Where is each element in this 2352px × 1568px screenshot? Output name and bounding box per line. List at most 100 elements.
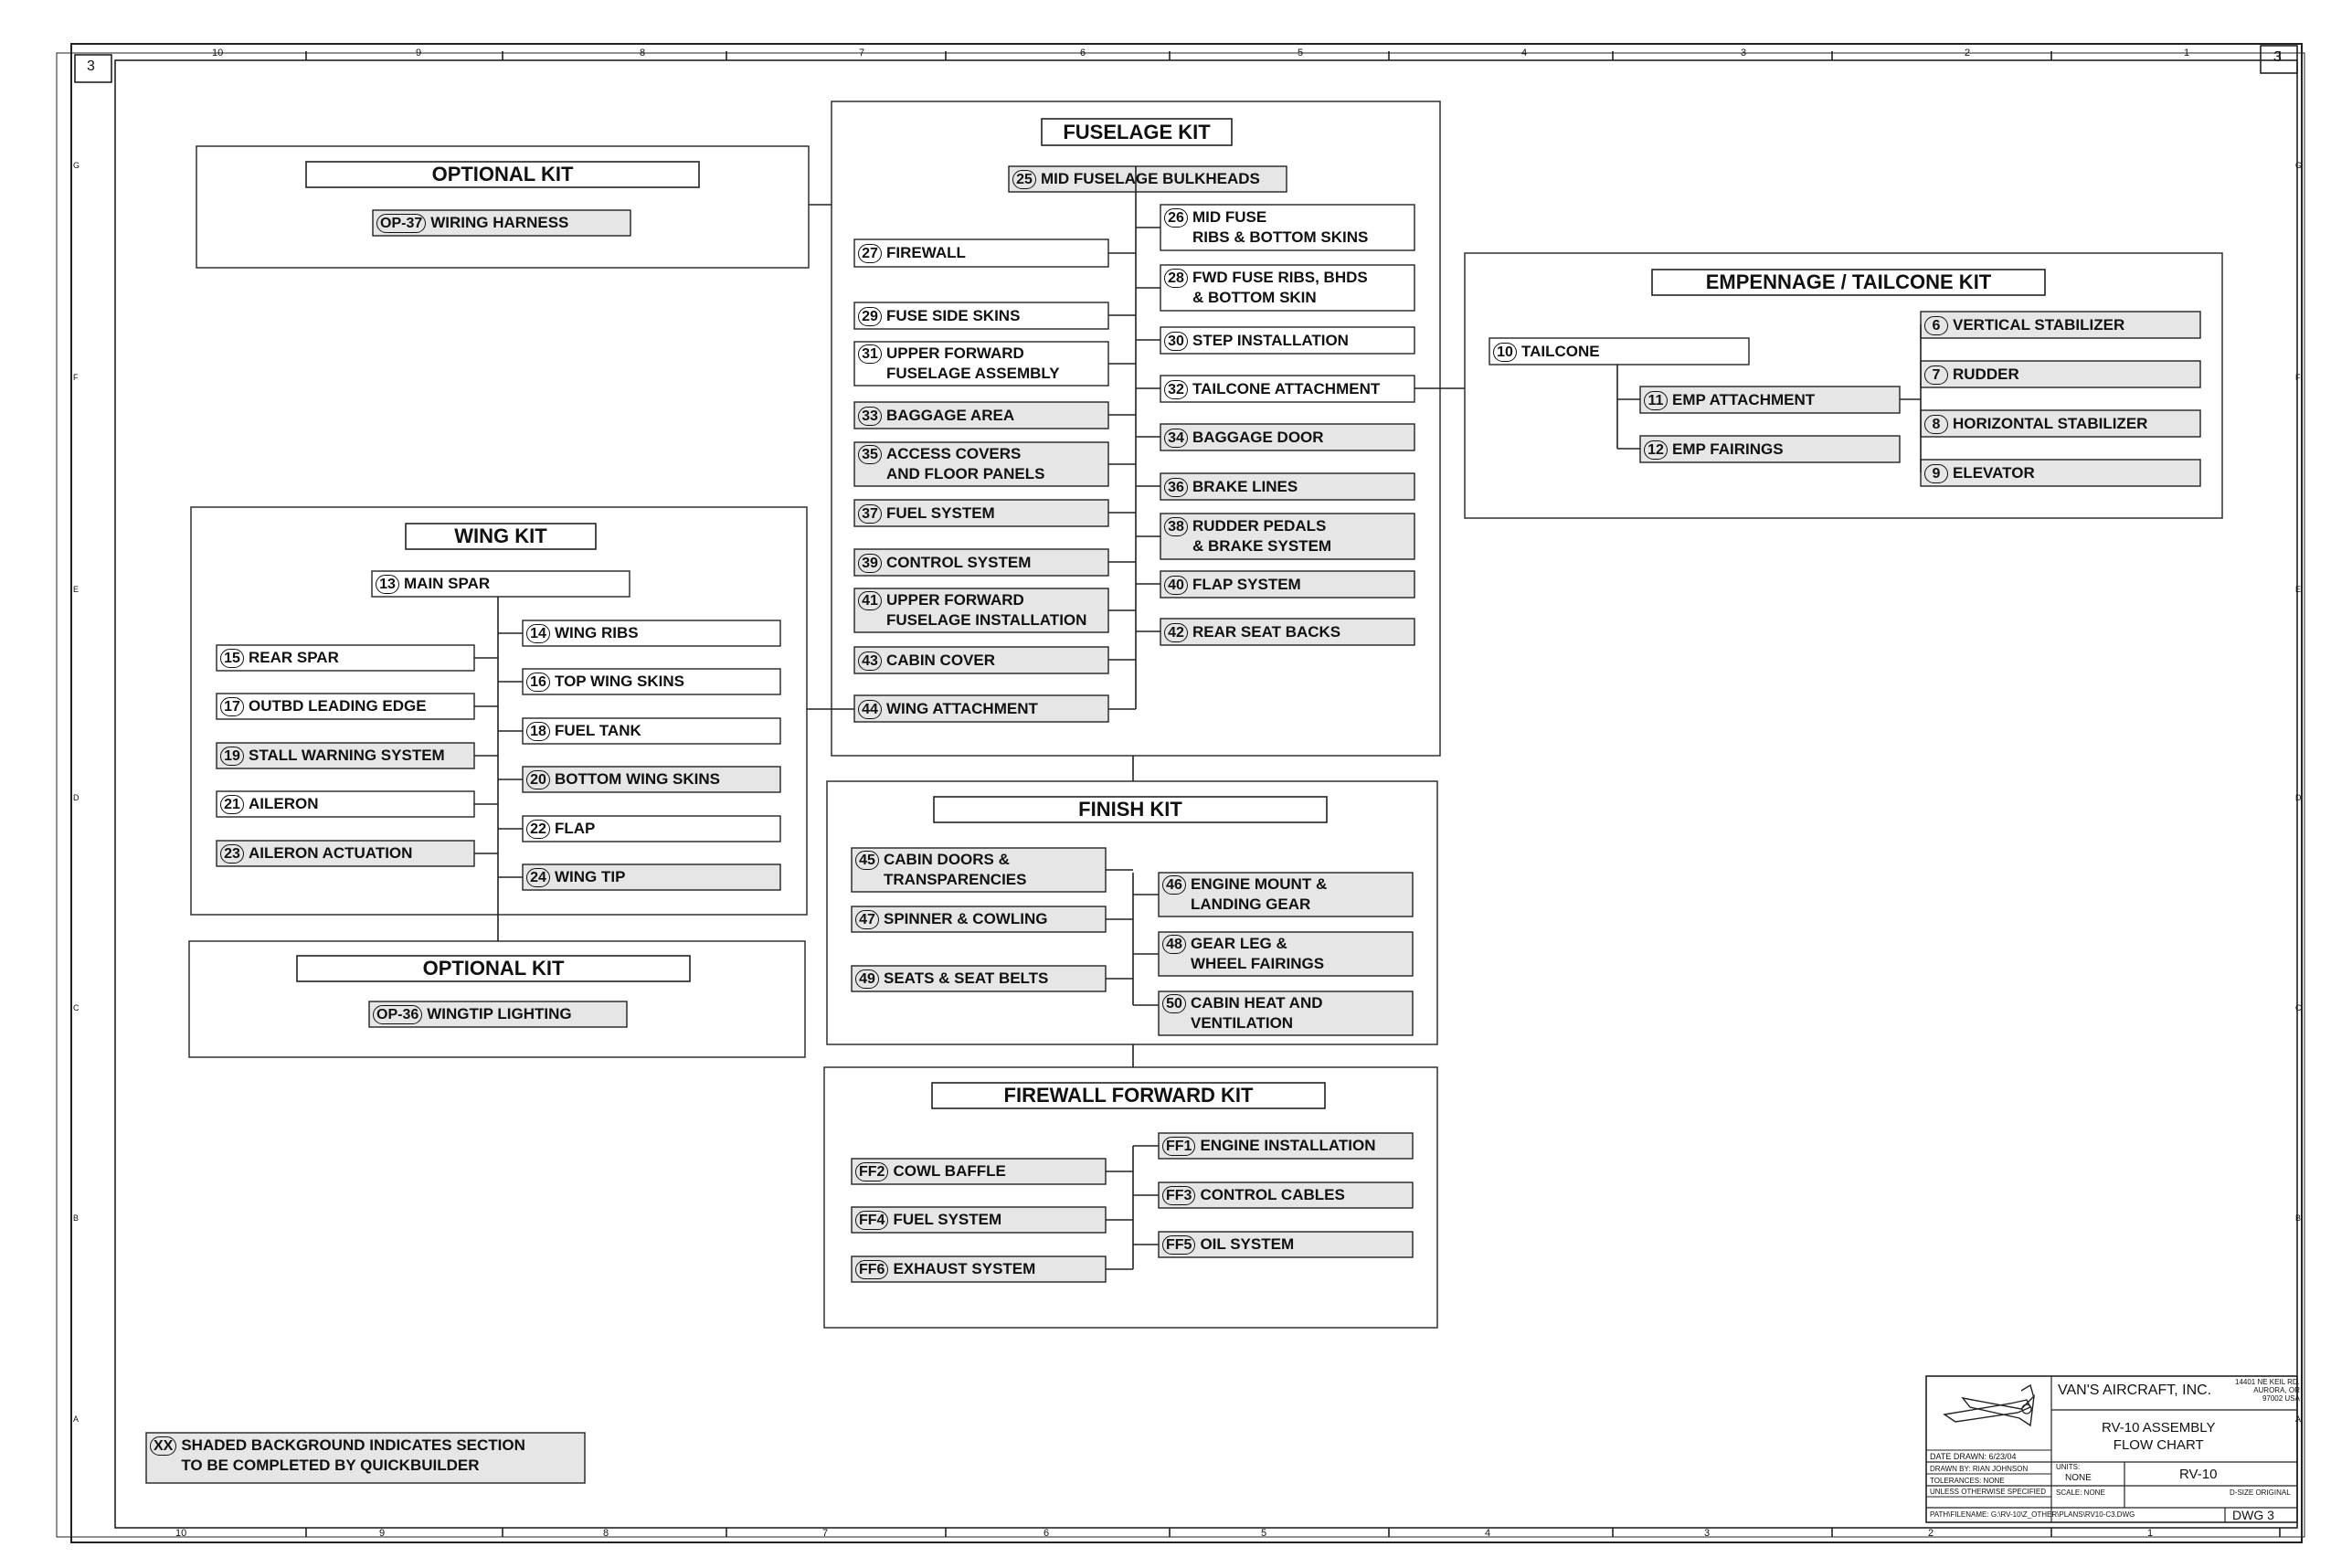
zone-number-bottom: 7 xyxy=(822,1528,829,1539)
zone-number-top: 8 xyxy=(640,48,646,58)
step-label: CABIN DOORS & TRANSPARENCIES xyxy=(884,851,1027,888)
plane-spinner-shape xyxy=(2021,1404,2032,1414)
step-number-badge: OP-37 xyxy=(376,214,427,233)
zone-number-top: 6 xyxy=(1080,48,1086,58)
step-label: GEAR LEG & WHEEL FAIRINGS xyxy=(1191,935,1325,972)
emp-item-10-box xyxy=(1489,337,1750,366)
fuselage-item-43-box xyxy=(853,646,1109,674)
optional-kit-bottom-frame xyxy=(188,940,806,1058)
step-label: BRAKE LINES xyxy=(1192,478,1298,495)
step-label: VERTICAL STABILIZER xyxy=(1953,316,2125,334)
step-number-badge: 30 xyxy=(1164,332,1188,351)
empennage-kit-title: EMPENNAGE / TAILCONE KIT xyxy=(1705,270,1992,293)
step-number-badge: 20 xyxy=(526,770,550,789)
tb-model: RV-10 xyxy=(2179,1467,2218,1482)
outer-border-shadow xyxy=(56,52,2305,1538)
tb-size: D-SIZE ORIGINAL xyxy=(2230,1489,2291,1497)
fuselage-item-37-box xyxy=(853,499,1109,527)
step-label: WINGTIP LIGHTING xyxy=(427,1005,572,1022)
zone-number-bottom: 2 xyxy=(1928,1528,1934,1539)
empennage-kit-frame xyxy=(1464,252,2223,519)
step-label: ACCESS COVERS AND FLOOR PANELS xyxy=(886,445,1045,482)
step-number-badge: 25 xyxy=(1012,170,1036,189)
step-label: STEP INSTALLATION xyxy=(1192,332,1349,349)
zone-number-bottom: 3 xyxy=(1704,1528,1711,1539)
step-label: CABIN HEAT AND VENTILATION xyxy=(1191,994,1323,1032)
sheet-number-box-left xyxy=(74,54,112,83)
step-number-badge: 41 xyxy=(858,591,882,610)
step-label: FLAP SYSTEM xyxy=(1192,576,1301,593)
optional-kit-top-title: OPTIONAL KIT xyxy=(431,163,574,185)
tb-path: PATH\FILENAME: G:\RV-10\Z_OTHER\PLANS\RV… xyxy=(1930,1510,2135,1519)
step-number-badge: 27 xyxy=(858,244,882,263)
zone-number-top: 10 xyxy=(212,48,224,58)
firewall-kit-frame xyxy=(823,1066,1438,1329)
wing-item-13: 13 MAIN SPAR xyxy=(376,574,490,594)
emp-item-8-box xyxy=(1920,409,2201,438)
step-number-badge: 17 xyxy=(220,697,244,716)
airplane-logo-icon xyxy=(1943,1383,2035,1427)
step-number-badge: 11 xyxy=(1644,391,1668,410)
step-label: MID FUSE RIBS & BOTTOM SKINS xyxy=(1192,208,1369,246)
tb-date: DATE DRAWN: 6/23/04 xyxy=(1930,1452,2017,1461)
zone-number-top: 9 xyxy=(416,48,422,58)
step-label: ELEVATOR xyxy=(1953,464,2035,482)
zone-letter-left: D xyxy=(73,793,79,802)
finish-kit-title: FINISH KIT xyxy=(1078,798,1182,821)
step-number-badge: 29 xyxy=(858,307,882,326)
step-number-badge: FF2 xyxy=(855,1162,889,1181)
step-number-badge: 39 xyxy=(858,554,882,573)
step-number-badge: OP-36 xyxy=(373,1005,423,1024)
step-label: TOP WING SKINS xyxy=(555,673,685,690)
step-label: BAGGAGE AREA xyxy=(886,407,1015,424)
connector-lines xyxy=(474,166,2297,1522)
step-label: FUEL SYSTEM xyxy=(893,1211,1002,1228)
tb-company: VAN'S AIRCRAFT, INC. xyxy=(2058,1383,2212,1398)
step-number-badge: 34 xyxy=(1164,429,1188,448)
zone-letter-left: F xyxy=(73,373,79,382)
fuselage-item-38-box xyxy=(1160,513,1415,560)
step-label: MID FUSELAGE BULKHEADS xyxy=(1041,170,1260,187)
step-number-badge: 19 xyxy=(220,747,244,766)
step-label: ENGINE INSTALLATION xyxy=(1200,1137,1376,1154)
finish-kit-title-frame xyxy=(933,796,1328,823)
step-label: FUEL TANK xyxy=(555,722,641,739)
step-number-badge: 13 xyxy=(376,575,399,594)
fuselage-item-36-box xyxy=(1160,472,1415,501)
outer-border xyxy=(70,43,2303,1543)
step-label: SPINNER & COWLING xyxy=(884,910,1048,927)
step-label: RUDDER PEDALS & BRAKE SYSTEM xyxy=(1192,517,1332,555)
zone-number-top: 1 xyxy=(2184,48,2190,58)
emp-item-6-box xyxy=(1920,311,2201,339)
empennage-kit-title-frame xyxy=(1651,269,2046,296)
ff-item-4-box xyxy=(851,1206,1107,1234)
step-label: FIREWALL xyxy=(886,244,966,261)
step-label: COWL BAFFLE xyxy=(893,1162,1006,1180)
zone-letter-left: A xyxy=(73,1414,79,1424)
step-label: MAIN SPAR xyxy=(404,575,491,592)
